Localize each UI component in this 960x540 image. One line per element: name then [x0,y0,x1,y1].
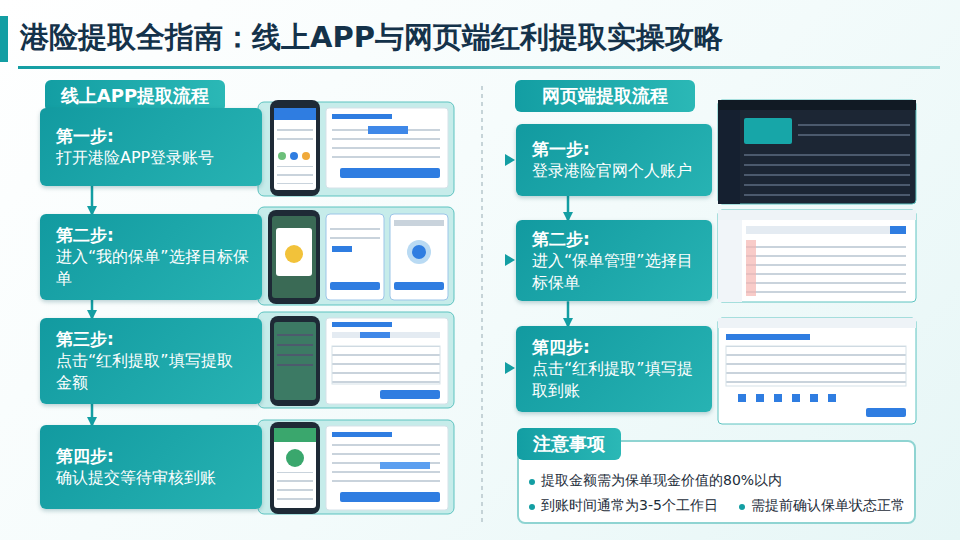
step-label: 第二步: [532,228,700,250]
bullet-dot [529,504,535,510]
flow-arrow [567,196,570,220]
process-box: 第二步:进入“保单管理”选择目 标保单 [516,220,712,301]
step-label: 第四步: [532,336,700,358]
flow-arrow [91,186,94,214]
header-text: 网页端提取流程 [542,84,668,108]
step-text: 确认提交等待审核到账 [56,467,250,489]
process-box: 第四步:点击“红利提取”填写提 取到账 [516,326,712,412]
process-box: 第二步:进入“我的保单”选择目标保单 [40,214,262,300]
app-screenshots [258,100,454,514]
step-label: 第二步: [56,224,250,246]
flow-arrow [91,404,94,425]
title-underline [18,66,940,69]
bullet-dot [529,479,535,485]
pointer [505,254,515,266]
step-text: 打开港险APP登录账号 [56,147,250,169]
step-text: 登录港险官网个人账户 [532,160,700,182]
section-header: 网页端提取流程 [515,80,695,112]
bullet-dot [739,504,745,510]
process-box: 第一步:登录港险官网个人账户 [516,124,712,196]
note-item: 提取金额需为保单现金价值的80%以内 [541,472,782,490]
flow-arrow [567,301,570,326]
step-label: 第一步: [532,138,700,160]
note-item: 到账时间通常为3-5个工作日 [541,497,718,515]
step-label: 第一步: [56,125,250,147]
flow-arrow [91,300,94,318]
web-screenshots [718,100,916,424]
notes-box: 注意事项提取金额需为保单现金价值的80%以内到账时间通常为3-5个工作日需提前确… [517,440,916,524]
process-box: 第一步:打开港险APP登录账号 [40,108,262,186]
process-box: 第四步:确认提交等待审核到账 [40,425,262,509]
accent-bar [0,16,8,62]
step-label: 第四步: [56,445,250,467]
pointer [505,154,515,166]
title: 港险提取全指南：线上APP与网页端红利提取实操攻略 [20,18,723,58]
step-text: 点击“红利提取”填写提取 金额 [56,350,250,393]
step-text: 点击“红利提取”填写提 取到账 [532,358,700,401]
header-text: 线上APP提取流程 [61,84,209,108]
step-text: 进入“保单管理”选择目 标保单 [532,250,700,293]
divider [481,86,483,526]
step-label: 第三步: [56,328,250,350]
notes-heading: 注意事项 [517,428,621,460]
note-item: 需提前确认保单状态正常 [751,497,905,515]
pointer [505,362,515,374]
step-text: 进入“我的保单”选择目标保单 [56,246,250,289]
process-box: 第三步:点击“红利提取”填写提取 金额 [40,318,262,404]
